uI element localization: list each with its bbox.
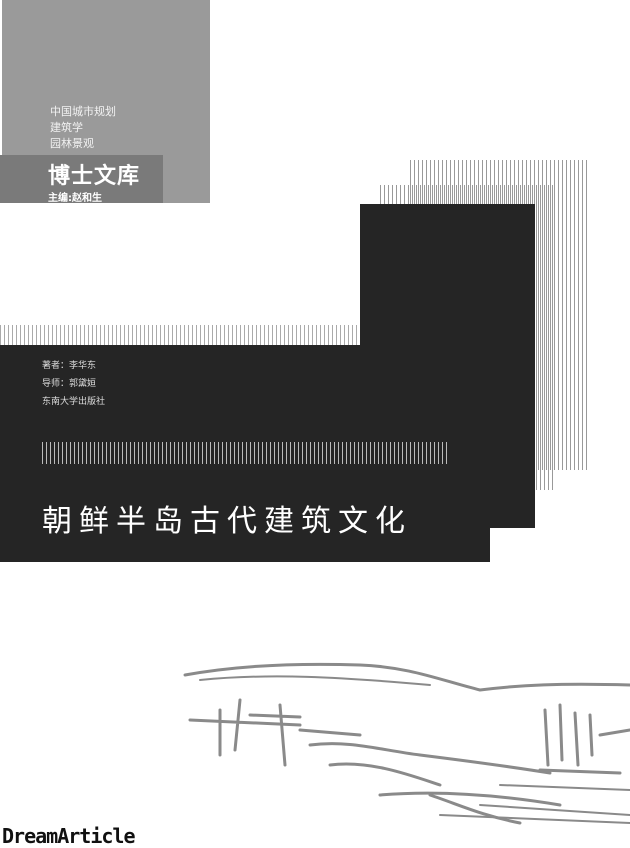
library-band <box>0 155 163 203</box>
library-name: 博士文库 <box>48 164 141 189</box>
dark-block <box>0 528 490 562</box>
stripe-pattern <box>0 325 362 345</box>
discipline: 建筑学 <box>50 121 83 134</box>
publisher: 东南大学出版社 <box>42 397 106 407</box>
advisor: 导师：郭黛姮 <box>42 379 97 389</box>
credits: 著者：李华东 导师：郭黛姮 东南大学出版社 <box>42 357 105 411</box>
discipline: 园林景观 <box>50 137 94 150</box>
dark-block <box>0 345 535 528</box>
architecture-sketch <box>183 662 630 825</box>
stripe-pattern <box>42 442 450 464</box>
series-disciplines: 中国城市规划 建筑学 园林景观 <box>50 104 116 152</box>
editor: 主编:赵和生 <box>48 193 102 204</box>
discipline: 中国城市规划 <box>50 105 116 118</box>
author: 著者：李华东 <box>42 361 97 371</box>
book-title: 朝鲜半岛古代建筑文化 <box>42 504 412 539</box>
watermark: DreamArticle <box>2 824 135 848</box>
